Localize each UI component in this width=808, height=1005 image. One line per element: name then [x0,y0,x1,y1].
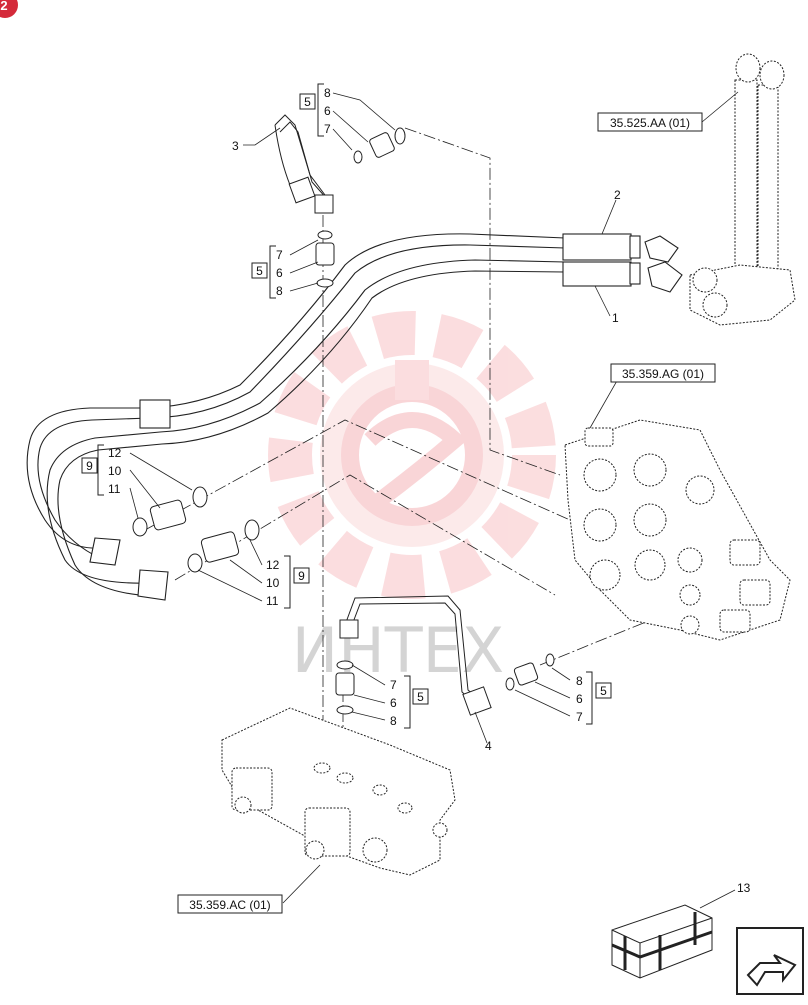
next-page-nav-icon[interactable] [736,927,804,995]
reference-link-valve[interactable]: 35.359.AG (01) [610,363,716,383]
kit-5-mid-box: 5 [251,262,268,279]
kit-5-lower-box: 5 [412,688,429,705]
item-label: 10 [108,464,122,478]
kit-9-right-box: 9 [293,567,310,584]
svg-text:35.359.AG (01): 35.359.AG (01) [622,367,704,381]
control-valve-block [564,419,791,641]
item-label: 6 [390,696,397,710]
callout-1: 1 [612,311,619,325]
leader-lines [129,91,739,909]
watermark-text: ИНТЕХ [292,614,505,687]
svg-text:9: 9 [298,569,305,583]
item-label: 6 [576,692,583,706]
svg-text:5: 5 [417,690,424,704]
watermark-gear-logo [268,311,556,599]
item-label: 12 [108,446,122,460]
item-label: 8 [324,86,331,100]
callout-4: 4 [485,739,492,753]
hydraulic-hoses [26,233,683,601]
svg-text:35.525.AA (01): 35.525.AA (01) [610,116,690,130]
reference-link-cylinder[interactable]: 35.525.AA (01) [597,112,703,132]
item-label: 7 [324,122,331,136]
manifold-block [221,707,456,876]
item-label: 6 [276,266,283,280]
kit-brackets [97,83,593,729]
reference-link-manifold[interactable]: 35.359.AC (01) [177,894,283,914]
item-label: 10 [266,576,280,590]
tube-part-3 [274,114,334,214]
item-label: 8 [390,714,397,728]
svg-text:35.359.AC (01): 35.359.AC (01) [189,898,270,912]
item-label: 6 [324,104,331,118]
kit-5-right-box: 5 [595,682,612,699]
tube-part-4 [339,595,492,716]
item-label: 12 [266,558,280,572]
corner-badge-label: 2 [0,0,7,13]
callout-2: 2 [614,188,621,202]
callout-13: 13 [737,881,751,895]
item-label: 7 [390,678,397,692]
item-label: 8 [276,284,283,298]
corner-badge: 2 [0,0,18,18]
item-label: 7 [276,248,283,262]
svg-text:5: 5 [304,95,311,109]
kit-5-top-box: 5 [299,93,316,110]
item-label: 11 [266,594,279,608]
svg-text:9: 9 [86,459,93,473]
shipping-crate [611,904,713,979]
callout-3: 3 [232,139,239,153]
item-label: 11 [108,482,121,496]
item-label: 8 [576,674,583,688]
kit-9-left-box: 9 [81,457,98,474]
hydraulic-cylinder [689,53,796,326]
svg-text:5: 5 [256,264,263,278]
item-label: 7 [576,710,583,724]
svg-text:5: 5 [600,684,607,698]
